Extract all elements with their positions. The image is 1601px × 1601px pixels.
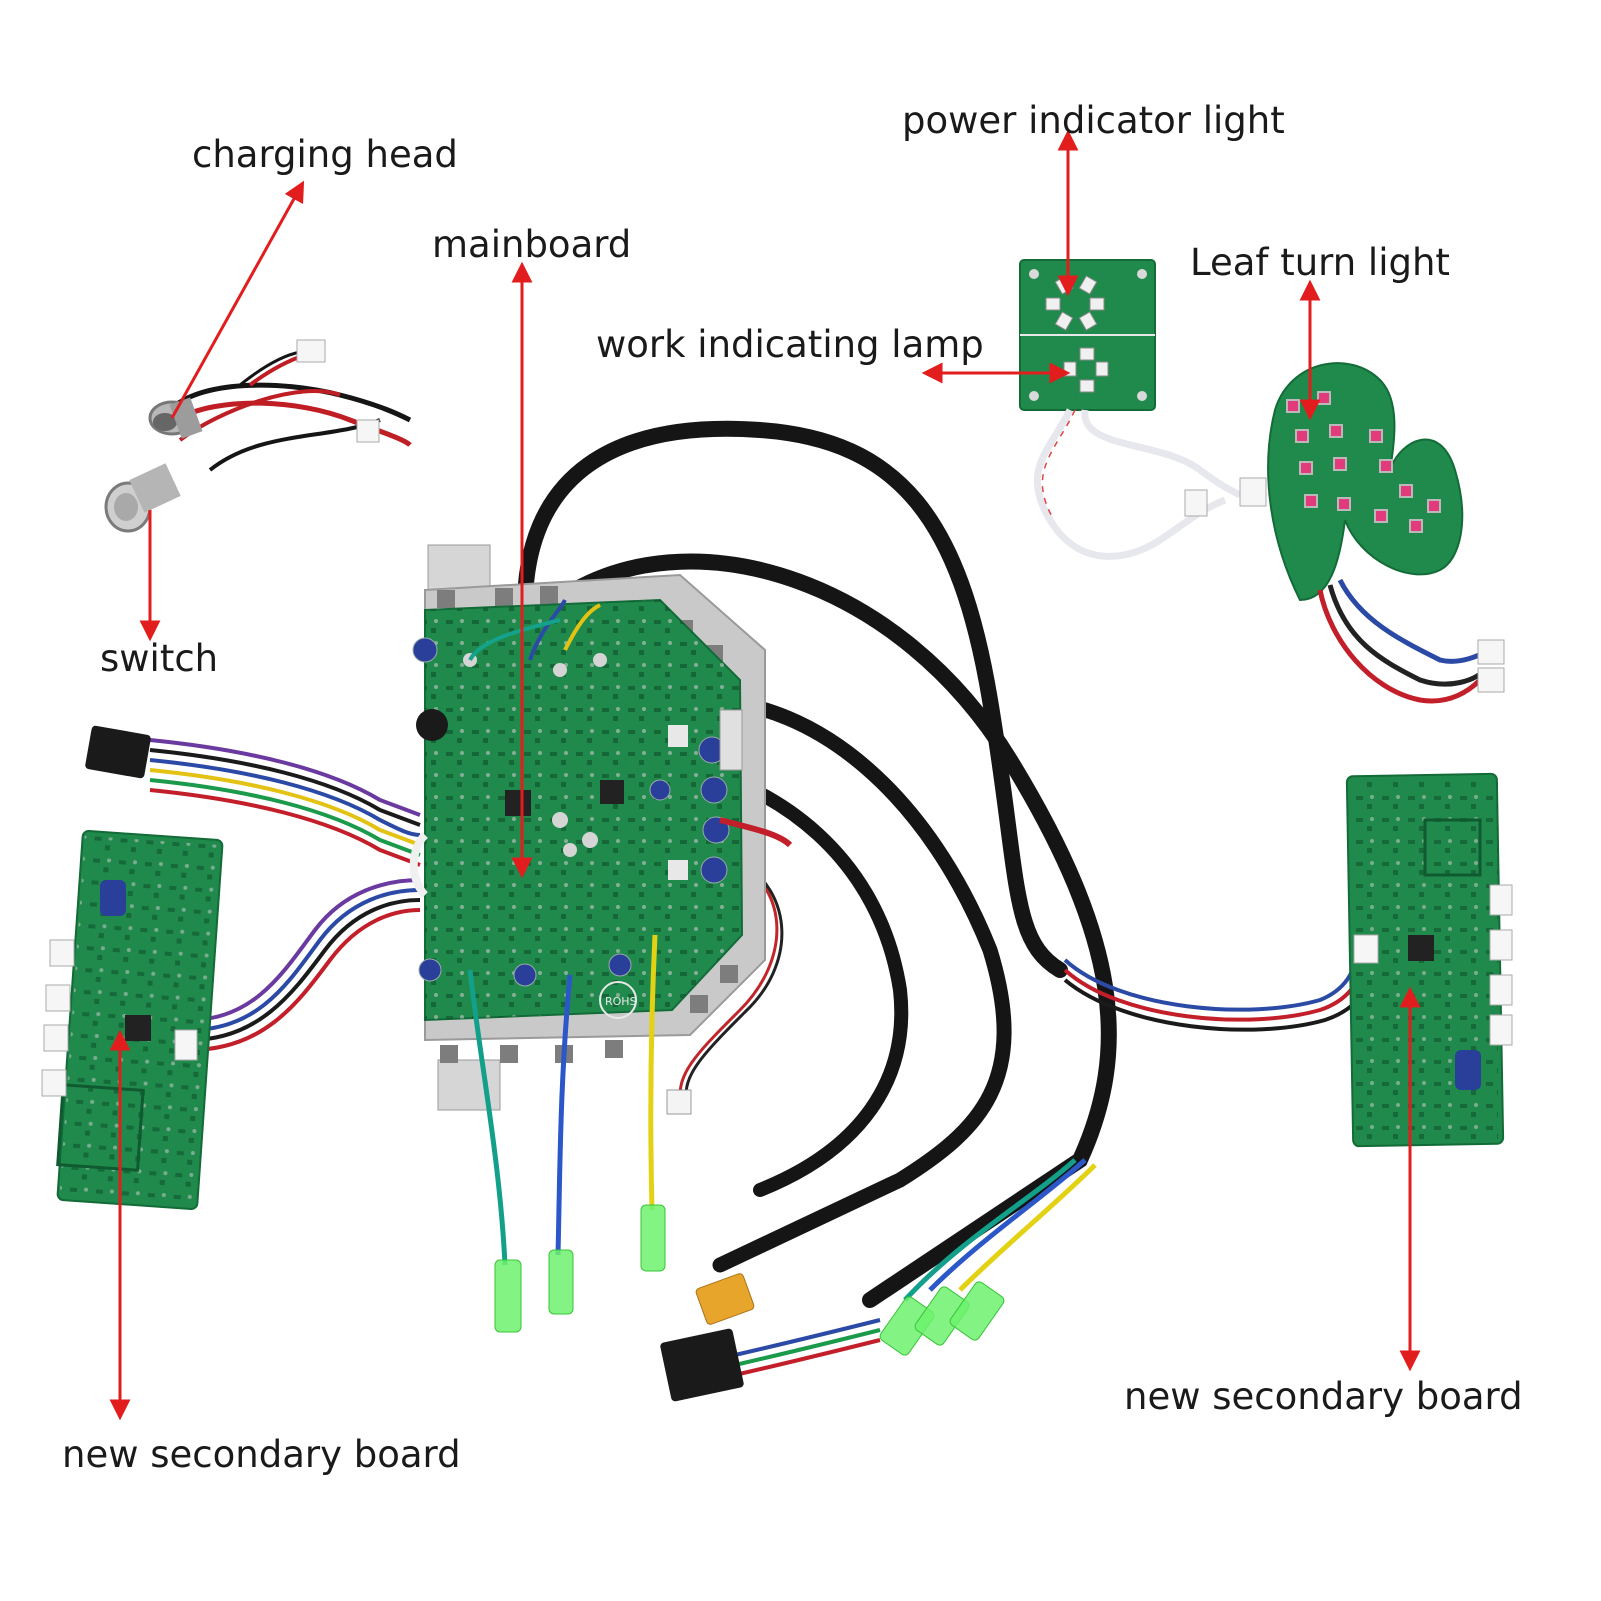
label-power-indicator-light: power indicator light [902, 99, 1285, 142]
label-switch: switch [100, 637, 219, 680]
label-work-indicating-lamp: work indicating lamp [596, 323, 984, 366]
motor-phase-wires [467, 934, 1097, 1402]
small-signal-wire [666, 858, 784, 1115]
label-mainboard: mainboard [432, 223, 632, 266]
arrow-charging-head [170, 180, 305, 419]
label-new-secondary-board-right: new secondary board [1124, 1375, 1523, 1418]
label-charging-head: charging head [192, 133, 458, 176]
power-indicator-board [1019, 259, 1267, 560]
leaf-turn-light-board [1267, 362, 1505, 704]
mainboard-art: ROHS [409, 544, 793, 1111]
left-secondary-board-art [41, 725, 421, 1211]
annotation-arrows [109, 129, 1421, 1421]
label-new-secondary-board-left: new secondary board [62, 1433, 461, 1476]
charging-head-switch-assembly [104, 339, 412, 533]
label-leaf-turn-light: Leaf turn light [1190, 241, 1450, 284]
rohs-mark: ROHS [605, 995, 637, 1008]
right-secondary-board-art [1063, 772, 1513, 1148]
